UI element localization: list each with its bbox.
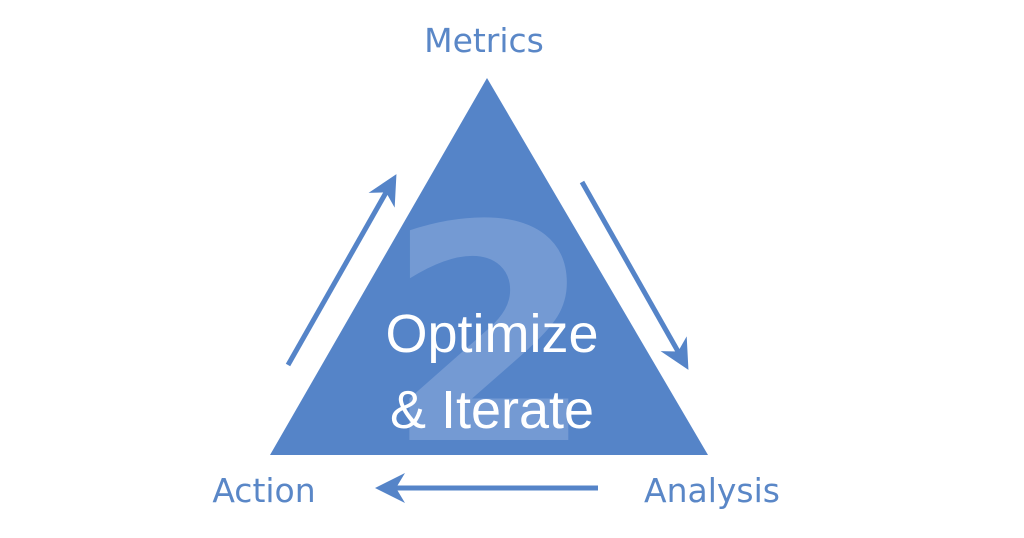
node-label-analysis: Analysis [644, 471, 780, 510]
node-label-metrics: Metrics [424, 21, 544, 60]
center-label-line2: & Iterate [390, 380, 594, 440]
center-label-line1: Optimize [385, 304, 598, 364]
arrow-action-to-metrics [285, 174, 397, 367]
step-number: 2 [386, 162, 595, 511]
center-triangle [270, 78, 708, 455]
arrow-metrics-to-analysis [579, 180, 689, 370]
node-label-action: Action [212, 471, 315, 510]
